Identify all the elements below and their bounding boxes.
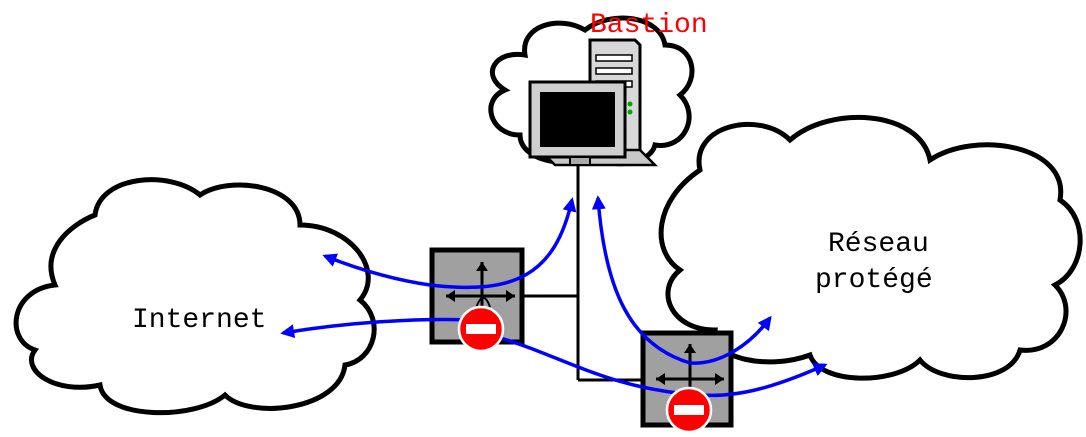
flow-bastion-to-internet	[322, 197, 577, 290]
server-computer-icon	[528, 38, 659, 167]
flow-internet-blocked	[280, 317, 471, 339]
flow-bastion-to-protected	[591, 195, 772, 365]
internet-label: Internet	[132, 305, 266, 336]
protected-network-label-line1: Réseau	[828, 229, 929, 260]
bastion-label: Bastion	[590, 10, 708, 41]
internet-cloud	[13, 177, 377, 416]
no-entry-icon	[457, 305, 505, 353]
network-wires	[522, 165, 643, 382]
no-entry-icon	[665, 386, 713, 434]
protected-network-label-line2: protégé	[815, 265, 933, 296]
